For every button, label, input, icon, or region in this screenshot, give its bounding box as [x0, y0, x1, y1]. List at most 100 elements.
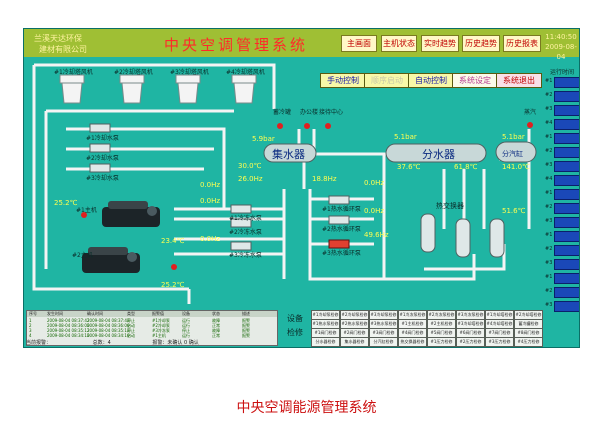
chilled-pump-3[interactable]	[230, 241, 252, 251]
runtime-value-box	[554, 105, 579, 116]
runtime-value-box	[554, 77, 579, 88]
runtime-row-label: #4	[545, 120, 553, 126]
runtime-row-label: #1	[545, 190, 553, 196]
heat-exchanger-1[interactable]	[420, 213, 436, 253]
table-cell: 1	[29, 318, 32, 323]
log-col-status: 状态	[212, 311, 220, 316]
heat-exchanger-2[interactable]	[455, 218, 471, 258]
valve-storage-label: 蓄冷罐	[273, 109, 292, 116]
process-diagram	[32, 63, 537, 304]
device-maintenance-button[interactable]: 分汽缸检修	[369, 337, 398, 347]
runtime-row: #1	[545, 77, 579, 88]
table-cell: 运行	[182, 333, 190, 338]
log-col-value: 报警值	[152, 311, 164, 316]
valve-storage[interactable]	[277, 123, 283, 129]
tower-1-body[interactable]	[61, 82, 83, 104]
table-cell: 运行	[182, 323, 190, 328]
device-maintenance-button[interactable]: #1压力检修	[427, 337, 456, 347]
valve-chiller-1[interactable]	[81, 212, 87, 218]
chilled-pump-2[interactable]	[230, 218, 252, 228]
runtime-value-box	[554, 119, 579, 130]
valve-reception[interactable]	[325, 123, 331, 129]
valve-office-label: 办公楼	[300, 109, 319, 116]
reading-r2: 26.0Hz	[238, 175, 263, 183]
nav-realtime-trend-button[interactable]: 实时趋势	[421, 35, 459, 52]
table-cell: 2009-08-04 08:37:42	[87, 318, 130, 323]
runtime-value-box	[554, 231, 579, 242]
device-maintenance-button[interactable]: 分水器检修	[311, 337, 340, 347]
runtime-row: #2	[545, 91, 579, 102]
runtime-value-box	[554, 175, 579, 186]
valve-chiller-2[interactable]	[171, 264, 177, 270]
circ-pump-3-label: #3热水循环泵	[322, 250, 361, 257]
chilled-pump-1[interactable]	[230, 204, 252, 214]
cooling-pump-1[interactable]	[89, 123, 111, 133]
valve-steam[interactable]	[527, 122, 533, 128]
device-maintenance-button[interactable]: #3压力检修	[485, 337, 514, 347]
runtime-row-label: #2	[545, 92, 553, 98]
tower-3-body[interactable]	[177, 82, 199, 104]
device-section-word2: 检修	[287, 328, 303, 337]
runtime-value-box	[554, 259, 579, 270]
runtime-value-box	[554, 245, 579, 256]
water-divider[interactable]	[385, 143, 487, 163]
chiller-1[interactable]	[102, 201, 160, 227]
runtime-row: #1	[545, 189, 579, 200]
runtime-row: #2	[545, 287, 579, 298]
alarm-log-status: 当前报警： 总数：4 报警：未确认 0 确认	[26, 339, 199, 346]
runtime-row-label: #3	[545, 302, 553, 308]
device-maintenance-button[interactable]: #4压力检修	[514, 337, 543, 347]
table-cell: 正常	[212, 333, 220, 338]
cylinder-pressure: 5.1bar	[502, 133, 525, 141]
log-status-right: 报警：未确认 0 确认	[152, 340, 199, 346]
tower-1-label: #1冷却塔风机	[54, 69, 93, 76]
system-settings-button[interactable]: 系统设定	[452, 73, 498, 88]
runtime-row-label: #2	[545, 246, 553, 252]
divider-temp-2: 61.8℃	[454, 163, 478, 171]
nav-main-screen-button[interactable]: 主画面	[341, 35, 377, 52]
valve-office[interactable]	[304, 123, 310, 129]
runtime-row-label: #1	[545, 232, 553, 238]
temp-right: 51.6℃	[502, 207, 526, 215]
tower-4-body[interactable]	[233, 82, 255, 104]
temp-left-1: 25.2℃	[54, 199, 78, 207]
sequence-start-button[interactable]: 顺序启动	[364, 73, 410, 88]
device-maintenance-button[interactable]: 集水器检修	[340, 337, 369, 347]
nav-unit-status-button[interactable]: 主机状态	[381, 35, 417, 52]
nav-history-trend-button[interactable]: 历史趋势	[462, 35, 500, 52]
table-cell: 2009-08-04 08:34:10	[87, 333, 130, 338]
reading-r4: 0.0Hz	[200, 235, 221, 243]
runtime-row: #3	[545, 105, 579, 116]
runtime-row: #1	[545, 133, 579, 144]
divider-temp-1: 37.6℃	[397, 163, 421, 171]
device-maintenance-button[interactable]: #2压力检修	[456, 337, 485, 347]
circ-pump-3[interactable]	[328, 239, 350, 249]
steam-cylinder[interactable]	[495, 141, 537, 163]
tower-2-body[interactable]	[121, 82, 143, 104]
circ-pump-1[interactable]	[328, 195, 350, 205]
cylinder-temp: 141.0℃	[502, 163, 530, 171]
circ-pump-2[interactable]	[328, 215, 350, 225]
heat-exchanger-3[interactable]	[489, 218, 505, 258]
device-maintenance-button[interactable]: 热交换器检修	[398, 337, 427, 347]
table-cell: 报警	[242, 328, 250, 333]
water-collector[interactable]	[263, 143, 317, 163]
runtime-row-label: #2	[545, 288, 553, 294]
cooling-pump-2[interactable]	[89, 143, 111, 153]
water-divider-label: 分水器	[422, 148, 455, 161]
chiller-2[interactable]	[82, 247, 140, 273]
auto-control-button[interactable]: 自动控制	[408, 73, 454, 88]
nav-history-report-button[interactable]: 历史报表	[503, 35, 541, 52]
reading-r8: 49.6Hz	[364, 231, 389, 239]
runtime-row-label: #3	[545, 162, 553, 168]
manual-control-button[interactable]: 手动控制	[320, 73, 366, 88]
table-cell: #3冷冻泵	[152, 328, 170, 333]
system-exit-button[interactable]: 系统退出	[496, 73, 542, 88]
runtime-value-box	[554, 273, 579, 284]
cooling-pump-3[interactable]	[89, 163, 111, 173]
